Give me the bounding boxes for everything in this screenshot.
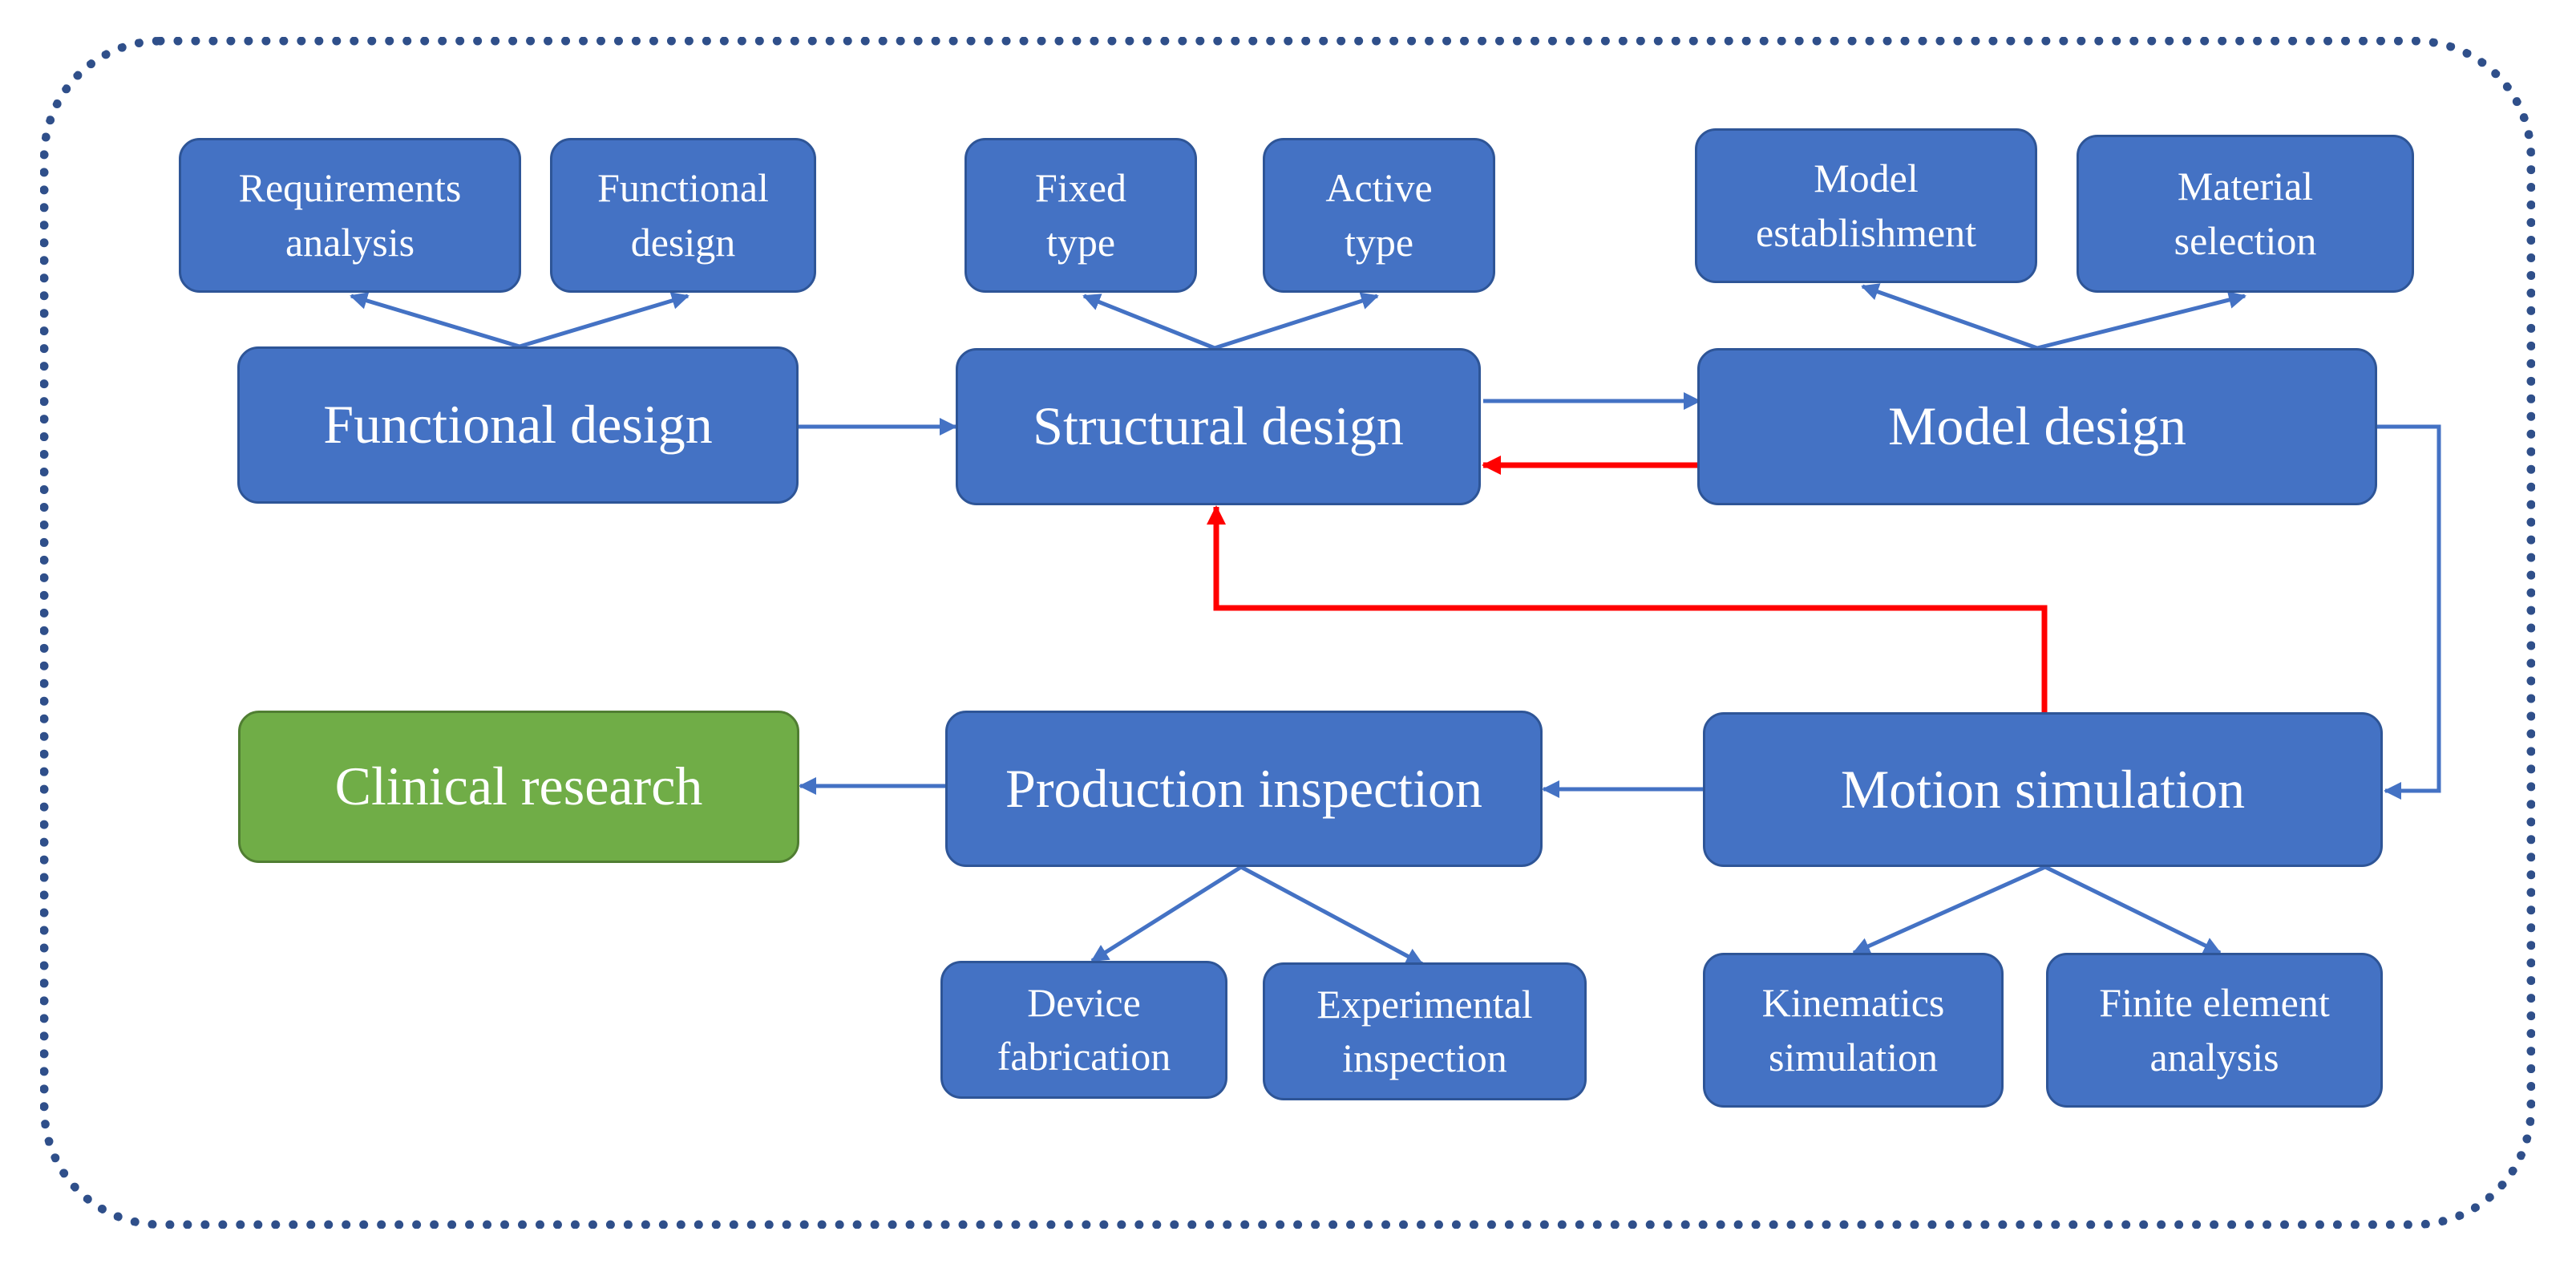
arrow-model-to-motion bbox=[2377, 424, 2441, 800]
box-finite-element-analysis: Finite element analysis bbox=[2046, 953, 2383, 1108]
box-structural-design: Structural design bbox=[956, 348, 1481, 505]
box-active-type: Active type bbox=[1263, 138, 1495, 293]
label-experimental-inspection: Experimental inspection bbox=[1316, 981, 1533, 1081]
label-finite-element-analysis: Finite element analysis bbox=[2099, 980, 2330, 1080]
arrow-sd-to-fixed bbox=[1082, 294, 1215, 350]
box-production-inspection: Production inspection bbox=[945, 711, 1543, 867]
label-kinematics-simulation: Kinematics simulation bbox=[1761, 980, 1945, 1080]
label-model-design: Model design bbox=[1887, 395, 2187, 457]
label-functional-design-sub: Functional design bbox=[597, 165, 769, 265]
arrow-md-to-establishment bbox=[1861, 283, 2038, 350]
box-model-design: Model design bbox=[1697, 348, 2377, 505]
box-experimental-inspection: Experimental inspection bbox=[1263, 962, 1587, 1100]
arrow-fd-to-functional-sub bbox=[519, 292, 689, 349]
label-fixed-type: Fixed type bbox=[1035, 165, 1126, 265]
label-active-type: Active type bbox=[1325, 165, 1433, 265]
box-device-fabrication: Device fabrication bbox=[940, 961, 1227, 1099]
label-device-fabrication: Device fabrication bbox=[997, 979, 1171, 1080]
box-clinical-research: Clinical research bbox=[238, 711, 799, 863]
arrow-md-to-material bbox=[2036, 291, 2246, 350]
arrow-ms-to-finite bbox=[2044, 865, 2222, 955]
arrow-pi-to-device bbox=[1090, 865, 1243, 963]
box-requirements-analysis: Requirements analysis bbox=[179, 138, 521, 293]
box-functional-design: Functional design bbox=[237, 346, 799, 504]
box-functional-design-sub: Functional design bbox=[550, 138, 816, 293]
box-model-establishment: Model establishment bbox=[1695, 128, 2037, 283]
dotted-frame bbox=[40, 37, 2535, 1229]
label-structural-design: Structural design bbox=[1033, 395, 1404, 457]
box-kinematics-simulation: Kinematics simulation bbox=[1703, 953, 2004, 1108]
box-motion-simulation: Motion simulation bbox=[1703, 712, 2383, 867]
label-model-establishment: Model establishment bbox=[1756, 156, 1976, 255]
box-fixed-type: Fixed type bbox=[964, 138, 1197, 293]
label-clinical-research: Clinical research bbox=[334, 756, 703, 817]
label-production-inspection: Production inspection bbox=[1005, 757, 1482, 819]
arrow-pi-to-experimental bbox=[1239, 865, 1424, 966]
label-functional-design: Functional design bbox=[323, 394, 713, 456]
label-material-selection: Material selection bbox=[2174, 164, 2317, 263]
arrow-ms-to-kinematics bbox=[1852, 865, 2047, 955]
arrow-fd-to-requirements bbox=[350, 292, 520, 349]
label-motion-simulation: Motion simulation bbox=[1840, 758, 2246, 820]
label-requirements-analysis: Requirements analysis bbox=[238, 165, 462, 265]
arrow-motion-to-structural-red bbox=[1207, 505, 2048, 712]
box-material-selection: Material selection bbox=[2077, 135, 2414, 293]
arrow-sd-to-active bbox=[1214, 292, 1379, 350]
